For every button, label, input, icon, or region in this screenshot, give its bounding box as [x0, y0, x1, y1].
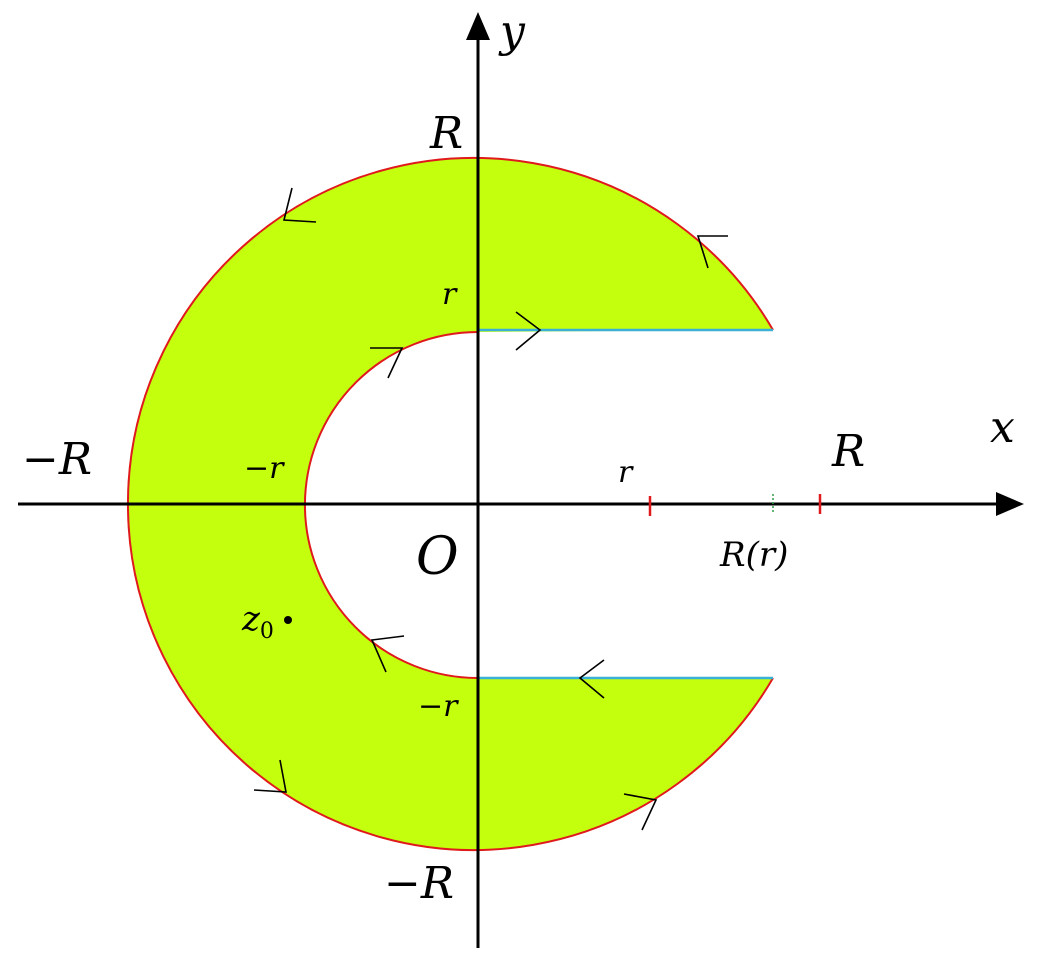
arrow-outer-top-right: [696, 235, 728, 269]
label-r-top: r: [442, 277, 458, 312]
arrow-outer-top-left: [282, 187, 317, 223]
arrow-outer-bottom-right: [623, 793, 658, 831]
label-R-axis: R: [831, 426, 865, 477]
y-axis-label: y: [498, 6, 526, 57]
arrow-lower-slit: [578, 659, 605, 699]
y-axis-arrowhead: [466, 12, 490, 40]
label-r-axis: r: [618, 455, 634, 490]
arrow-inner-top: [370, 347, 404, 379]
arrow-inner-bottom: [370, 635, 405, 673]
label-neg-R-bottom: −R: [384, 858, 454, 909]
label-neg-r-bottom: −r: [418, 689, 459, 724]
x-axis-label: x: [990, 402, 1015, 453]
label-R-of-r: R(r): [719, 535, 788, 575]
label-R-top: R: [429, 108, 463, 159]
z0-point: [284, 616, 292, 624]
label-neg-R-left: −R: [22, 434, 92, 485]
arrow-upper-slit: [515, 311, 542, 351]
arrow-outer-bottom-left: [253, 759, 287, 793]
x-axis-arrowhead: [996, 492, 1024, 516]
label-neg-r-left: −r: [244, 451, 285, 486]
label-origin: O: [416, 527, 459, 587]
label-z0: z0: [241, 599, 274, 644]
